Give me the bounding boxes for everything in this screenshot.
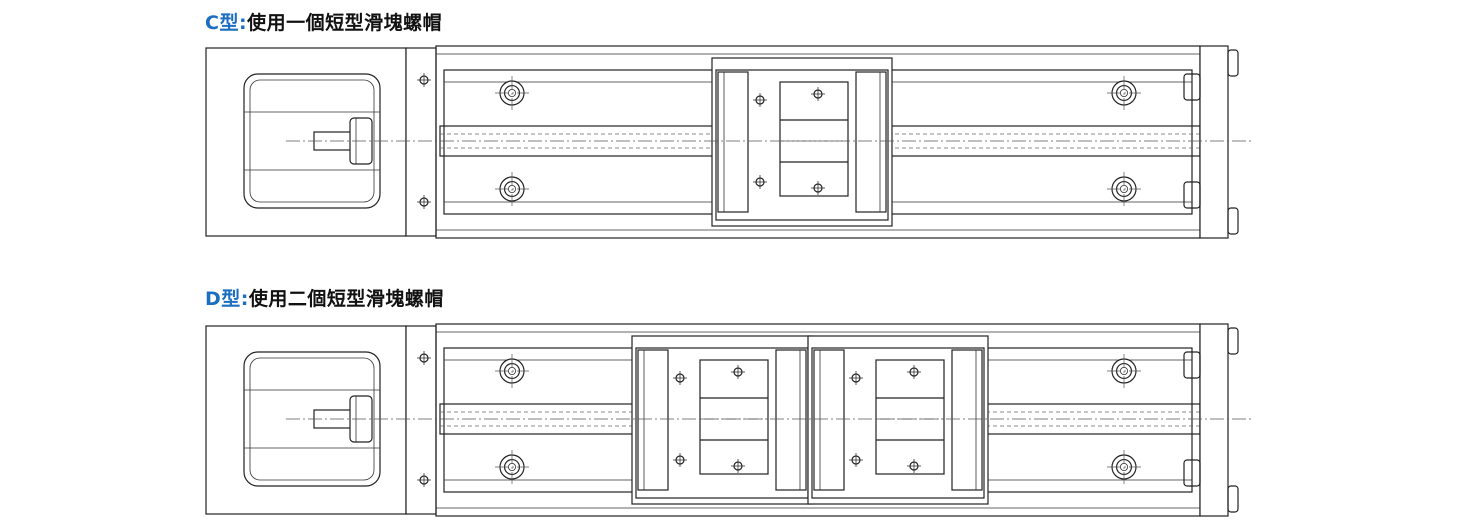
figure-c-code: C型 [205,12,239,34]
end-cap-tab-top [1227,49,1239,77]
end-plate-motor [405,47,437,237]
figure-d-separator: : [240,288,249,310]
figure-c-drawing [205,45,1254,239]
slider-2-nut [875,359,945,475]
slider-1-nut [699,359,769,475]
figure-d-title: D型:使用二個短型滑塊螺帽 [205,284,444,311]
end-cap-tab-bottom [1227,207,1239,235]
figure-d-description: 使用二個短型滑塊螺帽 [248,288,444,310]
slider-1-end-right [855,71,887,213]
slider-2-end-left [813,349,845,491]
figure-c-title: C型:使用一個短型滑塊螺帽 [205,8,442,35]
end-cap [1199,45,1229,239]
end-plate-motor [405,325,437,515]
stopper-bottom [1183,181,1201,209]
stopper-bottom [1183,459,1201,487]
figure-d-code: D型 [205,288,241,310]
figure-d-drawing [205,323,1254,517]
stopper-top [1183,351,1201,379]
stopper-top [1183,73,1201,101]
slider-2-body [811,347,985,499]
end-cap-tab-top [1227,327,1239,355]
slider-1-end-left [717,71,749,213]
figure-c-description: 使用一個短型滑塊螺帽 [247,12,443,34]
slider-1-nut [779,81,849,197]
slider-1-end-left [637,349,669,491]
slider-2-end-right [951,349,983,491]
slider-1-end-right [775,349,807,491]
end-cap [1199,323,1229,517]
slider-1-body [715,69,889,221]
figure-c-separator: : [238,12,248,34]
end-cap-tab-bottom [1227,485,1239,513]
